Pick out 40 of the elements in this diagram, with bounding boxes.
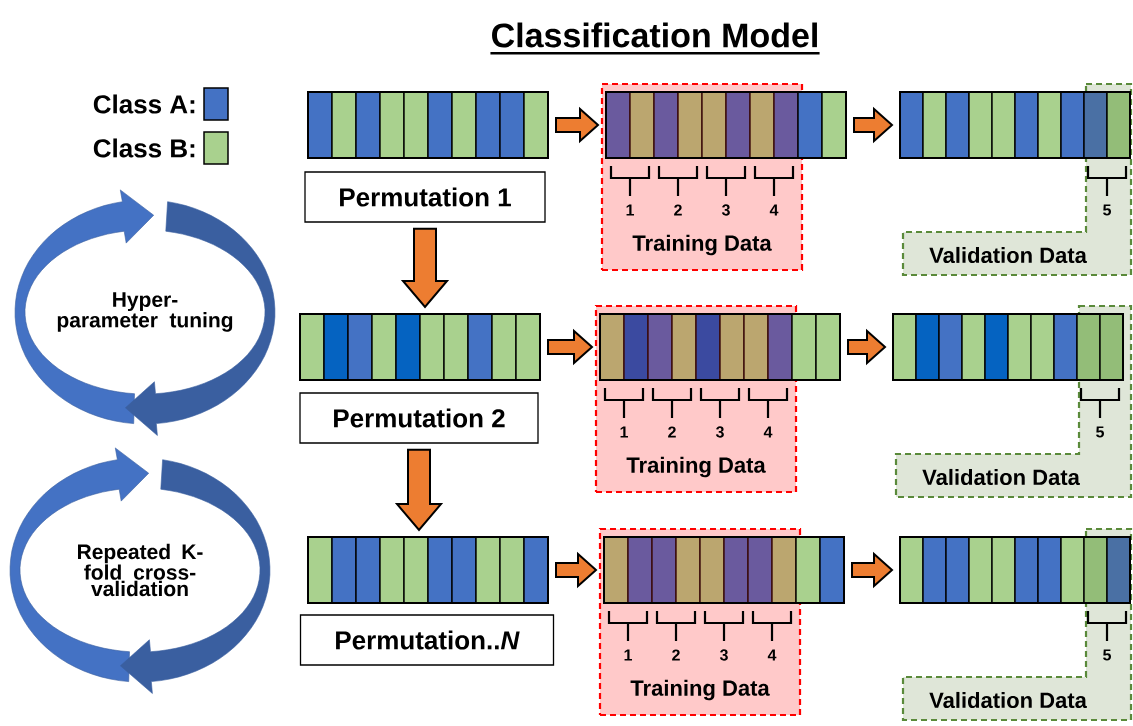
block-arrow (847, 328, 887, 366)
fold-number: 1 (620, 426, 628, 438)
block-arrow (851, 551, 894, 589)
fold-number: 3 (719, 649, 728, 661)
permutation-box: Permutation 1 (304, 171, 546, 223)
cycle-label: Hyper-parameter tuning (57, 292, 233, 332)
block-arrow (400, 227, 450, 309)
fold-number: 3 (715, 426, 724, 438)
block-arrow (853, 106, 894, 144)
cycle-label: Repeated K-fold cross-validation (78, 543, 203, 597)
fold-number: 2 (674, 204, 682, 216)
title: Classification Model (490, 22, 820, 55)
fold-number: 3 (721, 204, 730, 216)
data-strip (605, 91, 847, 159)
fold-number: 4 (769, 204, 779, 216)
data-strip (899, 536, 1131, 604)
block-arrow (547, 328, 594, 366)
permutation-box: Permutation..N (299, 614, 555, 666)
fold-number: 5 (1103, 649, 1111, 661)
fold-number: 4 (767, 649, 777, 661)
data-strip (892, 313, 1124, 381)
block-arrow (555, 551, 598, 589)
data-strip (599, 313, 841, 381)
data-strip (299, 313, 541, 381)
fold-number: 2 (672, 649, 680, 661)
data-strip (899, 91, 1131, 159)
data-strip (603, 536, 845, 604)
fold-number: 4 (763, 426, 773, 438)
data-strip (307, 536, 549, 604)
data-strip (307, 91, 549, 159)
fold-number: 1 (624, 649, 632, 661)
block-arrow (555, 106, 600, 144)
block-arrow (394, 448, 444, 532)
permutation-box: Permutation 2 (299, 392, 539, 444)
fold-number: 1 (626, 204, 634, 216)
fold-number: 5 (1096, 426, 1104, 438)
legend-label: Class A: (93, 94, 195, 114)
fold-number: 2 (668, 426, 676, 438)
fold-number: 5 (1103, 204, 1111, 216)
legend-label: Class B: (93, 138, 195, 158)
